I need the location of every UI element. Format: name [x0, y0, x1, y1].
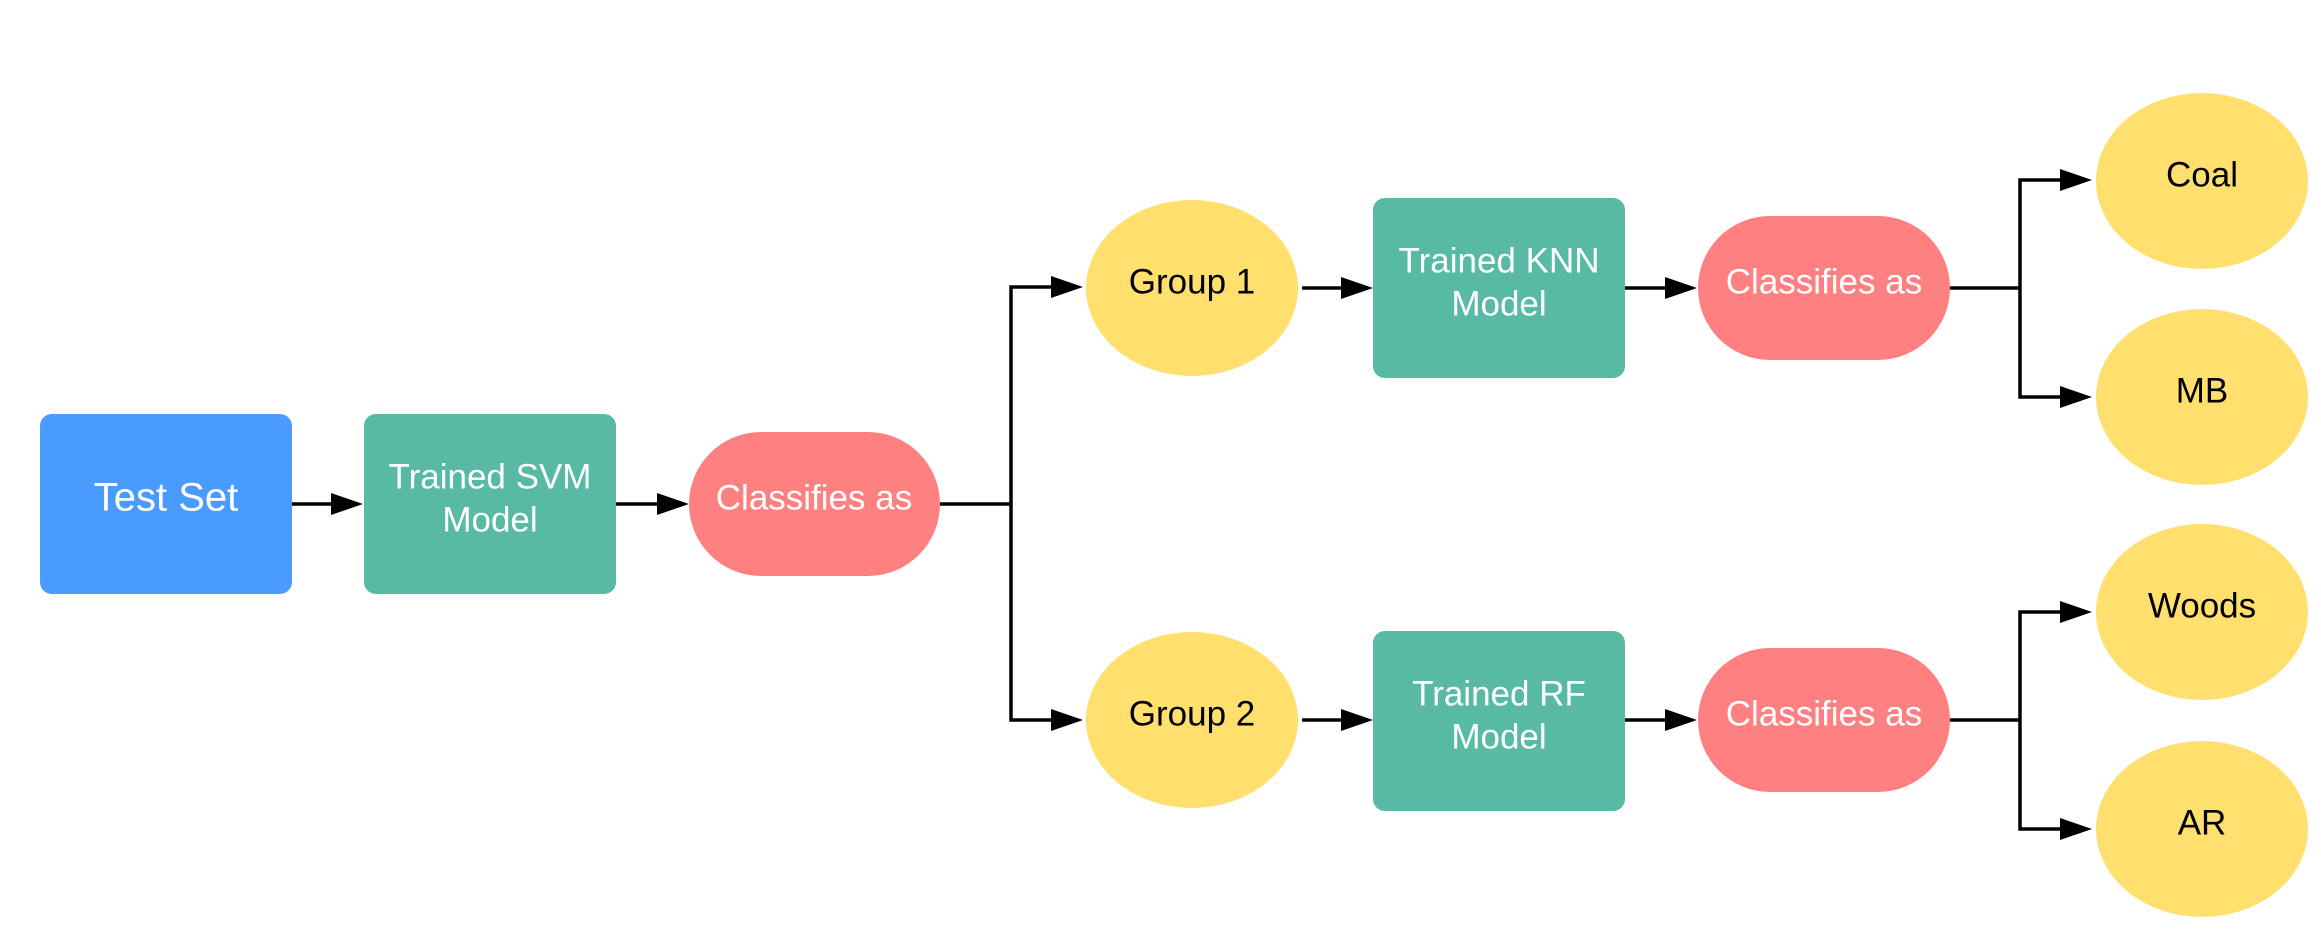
woods-ellipse	[2096, 524, 2308, 700]
mb-label: MB	[2176, 371, 2229, 410]
node-group-1: Group 1	[1086, 200, 1298, 376]
classifies-group2-shape	[1698, 648, 1950, 792]
arrowhead-icon	[1341, 709, 1373, 731]
connector-classifies-split	[940, 285, 1054, 722]
connectors	[292, 169, 2092, 840]
woods-label: Woods	[2148, 586, 2256, 625]
group2-ellipse	[1086, 632, 1298, 808]
connector-classifies-woods-ar	[1950, 610, 2064, 831]
group1-label: Group 1	[1129, 262, 1255, 301]
ar-label: AR	[2178, 803, 2227, 842]
classifies-group2-label: Classifies as	[1726, 694, 1922, 733]
node-group-2: Group 2	[1086, 632, 1298, 808]
rf-label-line2: Model	[1451, 717, 1546, 756]
knn-label-line1: Trained KNN	[1399, 241, 1600, 280]
classifies-group1-shape	[1698, 216, 1950, 360]
arrowhead-icon	[657, 493, 689, 515]
arrowhead-icon	[2060, 169, 2092, 191]
node-coal: Coal	[2096, 93, 2308, 269]
svm-label-line2: Model	[442, 500, 537, 539]
knn-box	[1373, 198, 1625, 378]
connector-classifies-coal-mb	[1950, 178, 2064, 399]
node-mb: MB	[2096, 309, 2308, 485]
group2-label: Group 2	[1129, 694, 1255, 733]
arrowhead-icon	[2060, 818, 2092, 840]
node-test-set: Test Set	[40, 414, 292, 594]
classifies-group1-label: Classifies as	[1726, 262, 1922, 301]
node-trained-knn-model: Trained KNN Model	[1373, 198, 1625, 378]
group1-ellipse	[1086, 200, 1298, 376]
test-set-label: Test Set	[94, 476, 239, 520]
arrowhead-icon	[2060, 386, 2092, 408]
arrowhead-icon	[1051, 276, 1083, 298]
arrowhead-icon	[2060, 601, 2092, 623]
arrowhead-icon	[1665, 277, 1697, 299]
rf-label-line1: Trained RF	[1412, 674, 1586, 713]
svm-box	[364, 414, 616, 594]
node-woods: Woods	[2096, 524, 2308, 700]
coal-ellipse	[2096, 93, 2308, 269]
svm-label-line1: Trained SVM	[389, 457, 592, 496]
ar-ellipse	[2096, 741, 2308, 917]
node-ar: AR	[2096, 741, 2308, 917]
arrowhead-icon	[331, 493, 363, 515]
node-classifies-main: Classifies as	[689, 432, 940, 576]
rf-box	[1373, 631, 1625, 811]
arrowhead-icon	[1665, 709, 1697, 731]
knn-label-line2: Model	[1451, 284, 1546, 323]
classifies-main-shape	[689, 432, 940, 576]
coal-label: Coal	[2166, 155, 2238, 194]
node-classifies-group2: Classifies as	[1698, 648, 1950, 792]
node-trained-svm-model: Trained SVM Model	[364, 414, 616, 594]
arrowhead-icon	[1341, 277, 1373, 299]
mb-ellipse	[2096, 309, 2308, 485]
arrowhead-icon	[1051, 709, 1083, 731]
node-trained-rf-model: Trained RF Model	[1373, 631, 1625, 811]
test-set-box	[40, 414, 292, 594]
node-classifies-group1: Classifies as	[1698, 216, 1950, 360]
classifies-main-label: Classifies as	[716, 478, 912, 517]
